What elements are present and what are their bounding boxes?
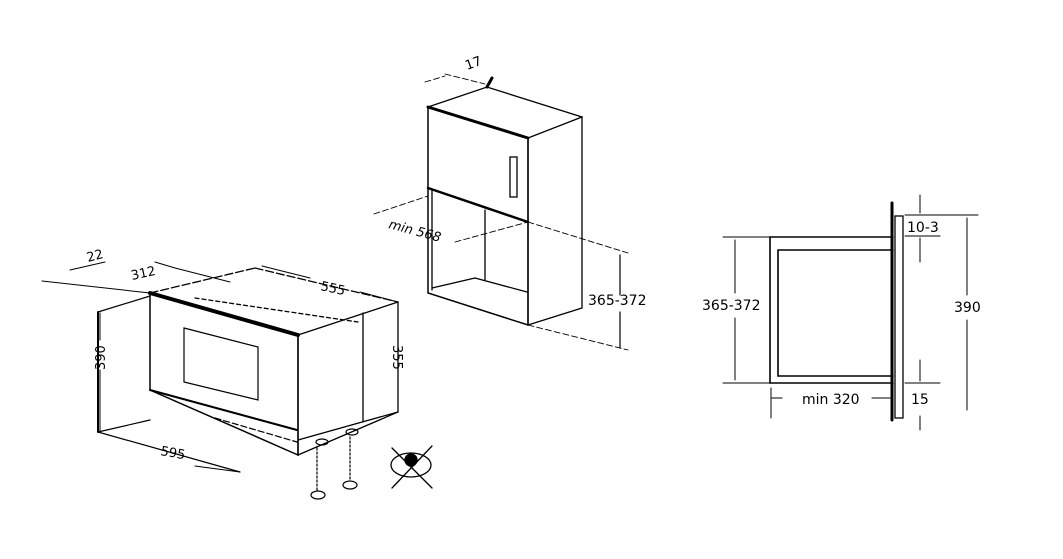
- dim-355: 355: [389, 345, 404, 370]
- dim-15: 15: [911, 392, 929, 408]
- dim-390: 390: [94, 345, 109, 370]
- no-feet-prohibition-icon: [390, 445, 433, 489]
- cabinet-door-handle: [509, 156, 518, 198]
- dim-22: 22: [85, 247, 105, 266]
- adjustable-feet: [310, 428, 359, 500]
- dim-390-side: 390: [954, 300, 981, 316]
- dim-595: 595: [159, 444, 186, 463]
- dim-min-320: min 320: [802, 392, 860, 408]
- cabinet-dimension-lines: [373, 73, 629, 351]
- dim-312: 312: [130, 264, 157, 284]
- dim-top-gap: 17: [463, 54, 484, 74]
- side-dimension-lines: [722, 194, 979, 431]
- door-panel: [894, 215, 904, 419]
- dim-min-568: min 568: [387, 217, 443, 245]
- dimension-lines: [41, 261, 399, 473]
- dim-365-372-middle: 365-372: [588, 293, 647, 309]
- oven-window: [183, 327, 259, 401]
- cabinet-isometric-view: [373, 73, 629, 351]
- oven-body: [148, 267, 399, 457]
- oven-isometric-view: 22 312 555 390 355 595: [41, 247, 433, 500]
- side-section-view: [722, 194, 979, 431]
- dim-10-3: 10-3: [907, 220, 939, 236]
- dim-365-372-side: 365-372: [702, 298, 761, 314]
- niche-outline: [97, 295, 298, 473]
- dim-555: 555: [319, 279, 346, 299]
